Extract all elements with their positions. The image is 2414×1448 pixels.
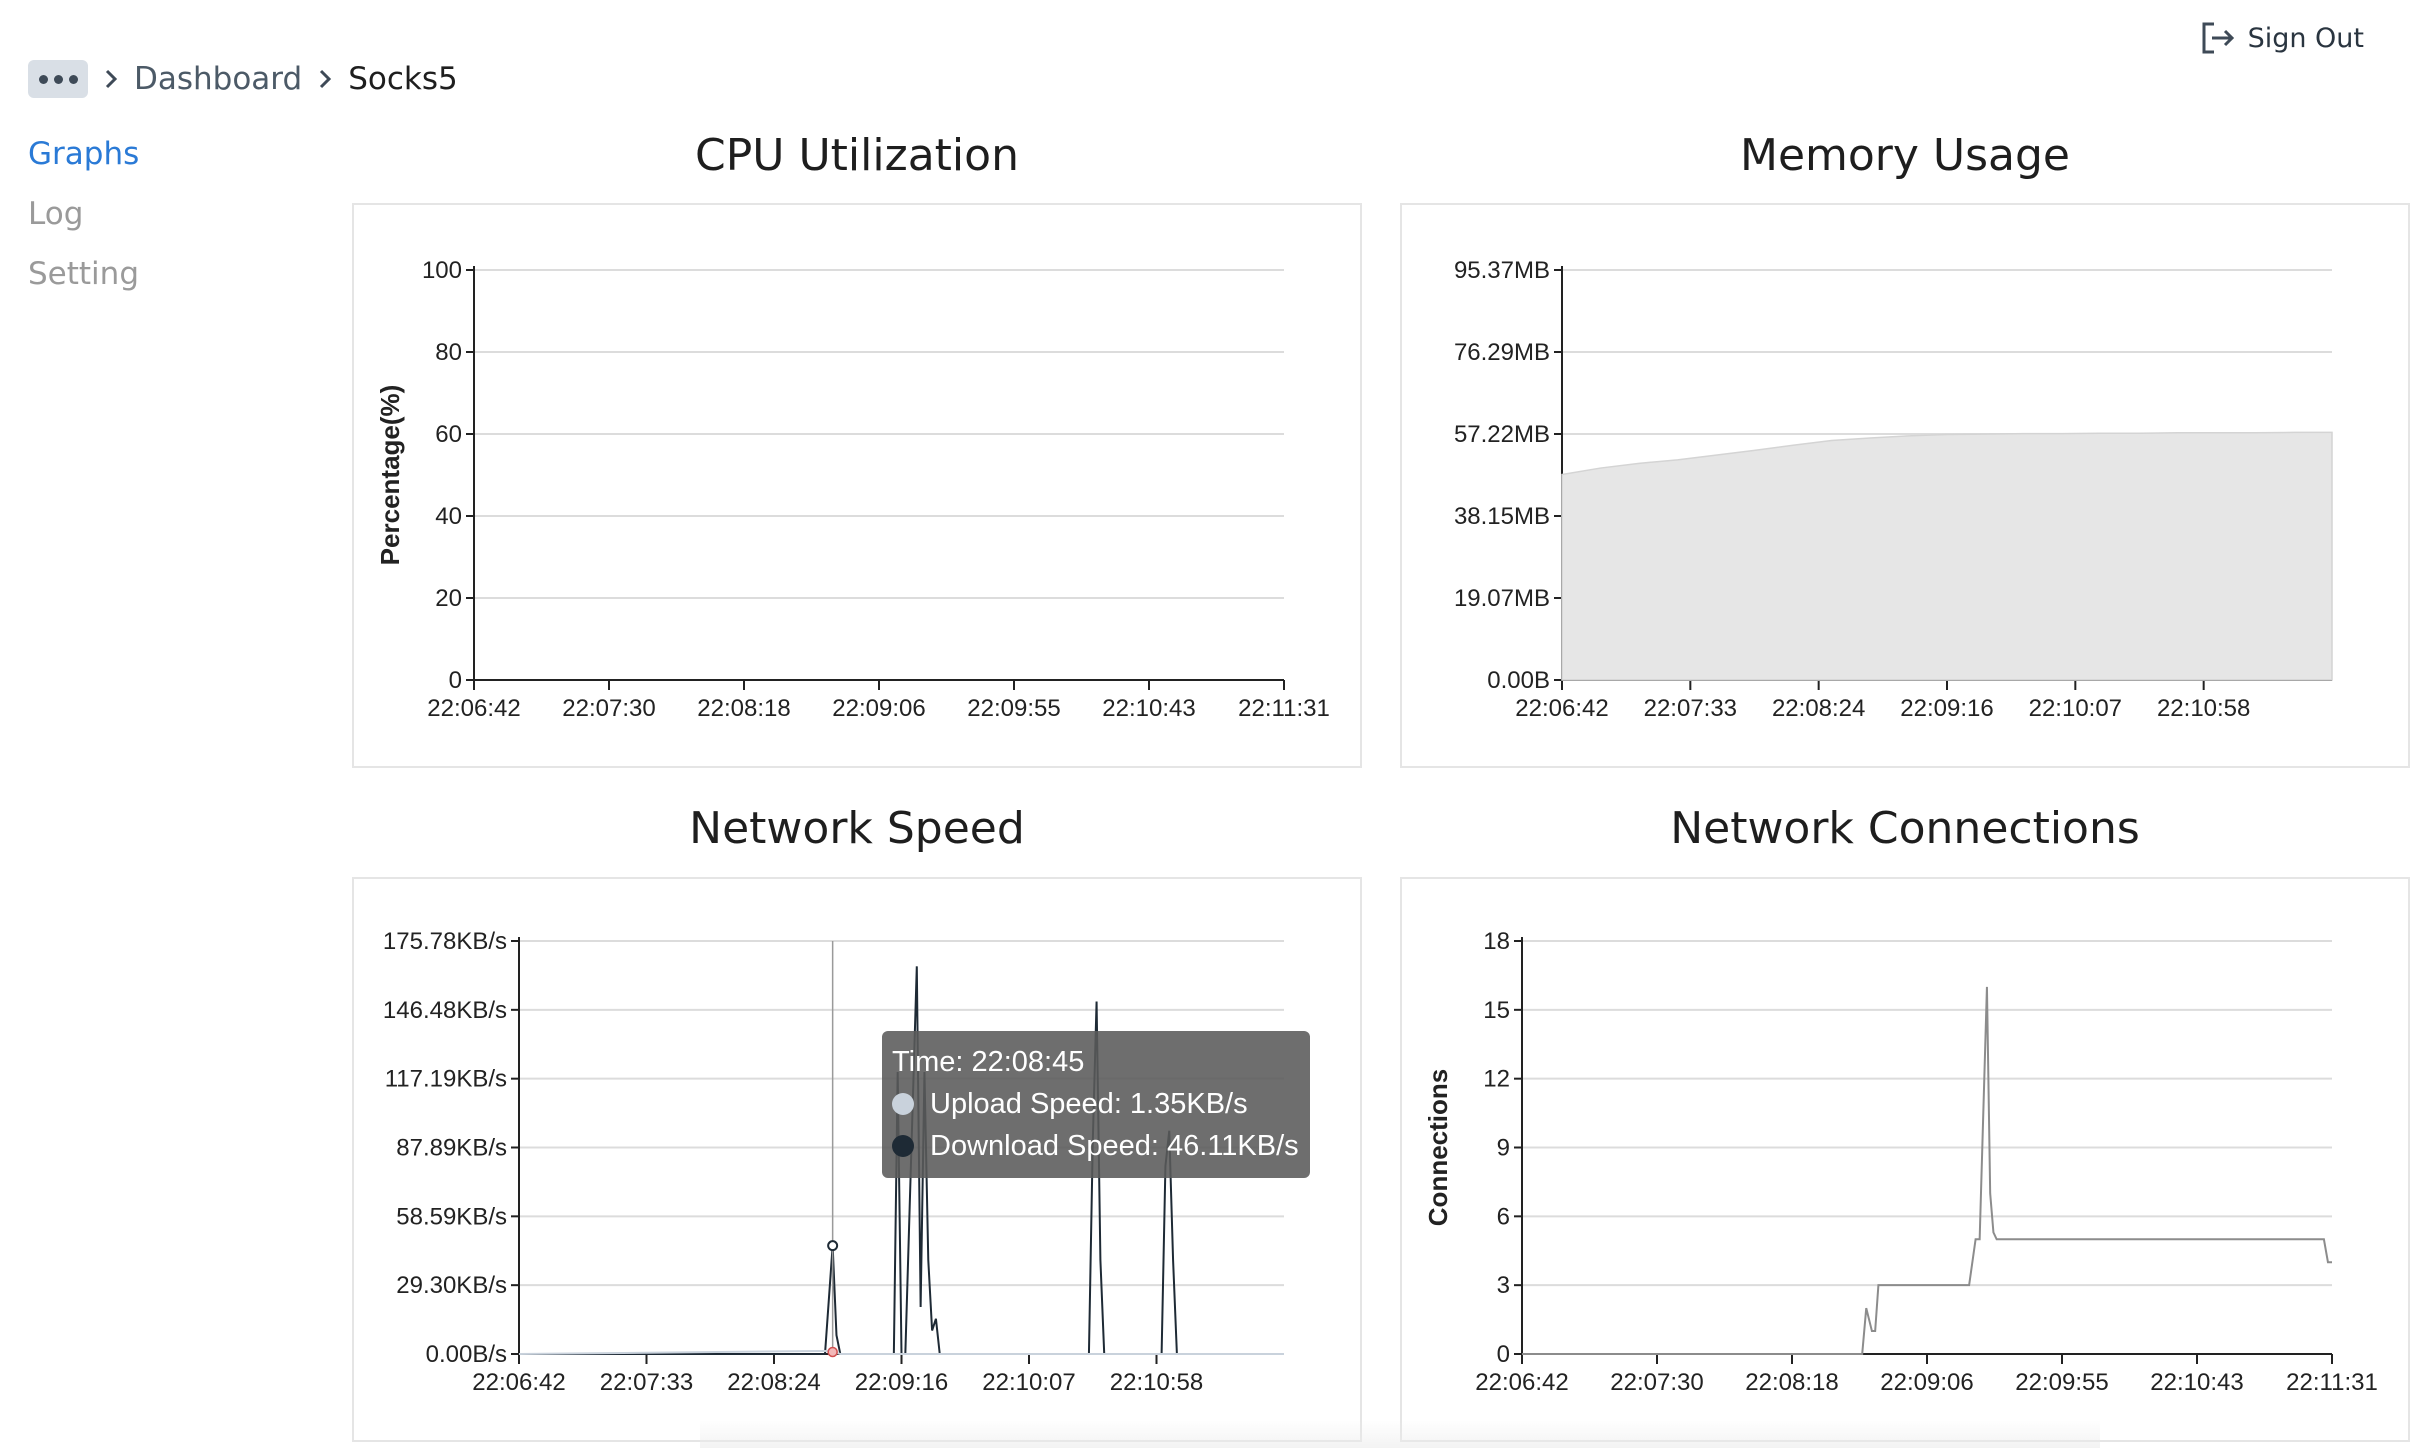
network-chart[interactable]: 0.00B/s 29.30KB/s 58.59KB/s 87.89KB/s 117.19… <box>354 879 1360 1440</box>
bottom-shadow <box>700 1420 2100 1448</box>
x-tick-label: 22:10:43 <box>2150 1369 2243 1396</box>
ellipsis-dot <box>68 74 78 84</box>
memory-area <box>1561 431 2333 681</box>
sidebar-item-graphs[interactable]: Graphs <box>28 136 140 172</box>
y-tick-label: 0.00B <box>1487 667 1550 694</box>
y-tick-label: 117.19KB/s <box>385 1066 507 1093</box>
y-tick-label: 58.59KB/s <box>396 1203 507 1230</box>
y-tick-label: 3 <box>1497 1272 1510 1299</box>
x-tick-label: 22:08:24 <box>1772 695 1865 722</box>
sidebar: Graphs Log Setting <box>28 130 139 310</box>
cpu-panel: 0 20 40 60 80 100 22:06:42 22:07:30 22:08:18 22:0… <box>352 203 1362 768</box>
sign-out-icon <box>2202 22 2234 54</box>
y-tick-label: 9 <box>1497 1135 1510 1162</box>
breadcrumb-dashboard[interactable]: Dashboard <box>134 61 303 97</box>
breadcrumb-current: Socks5 <box>348 61 458 97</box>
y-tick-label: 19.07MB <box>1454 585 1550 612</box>
connections-line <box>1522 986 2332 1355</box>
y-tick-label: 38.15MB <box>1454 503 1550 530</box>
y-tick-label: 6 <box>1497 1203 1510 1230</box>
chevron-right-icon <box>104 68 118 90</box>
x-tick-label: 22:10:58 <box>2157 695 2250 722</box>
x-tick-label: 22:07:30 <box>1610 1369 1703 1396</box>
connections-chart: 0 3 6 9 12 15 18 22:06:42 22:07:30 22:08:18 22:09:… <box>1423 928 2378 1396</box>
y-tick-label: 95.37MB <box>1454 257 1550 284</box>
x-tick-label: 22:11:31 <box>2286 1369 2378 1396</box>
sidebar-item-setting[interactable]: Setting <box>28 256 139 292</box>
connections-panel: 0 3 6 9 12 15 18 22:06:42 22:07:30 22:08:18 22:09:… <box>1400 877 2410 1442</box>
y-tick-label: 12 <box>1483 1066 1510 1093</box>
x-tick-label: 22:07:30 <box>562 695 655 722</box>
x-tick-label: 22:06:42 <box>1515 695 1608 722</box>
ellipsis-dot <box>53 74 63 84</box>
cpu-chart: 0 20 40 60 80 100 22:06:42 22:07:30 22:08:18 22:0… <box>375 257 1330 722</box>
x-tick-label: 22:10:58 <box>1110 1369 1203 1396</box>
x-tick-label: 22:09:06 <box>832 695 925 722</box>
x-tick-label: 22:10:07 <box>982 1369 1075 1396</box>
y-tick-label: 0 <box>1497 1341 1510 1368</box>
x-tick-label: 22:06:42 <box>427 695 520 722</box>
upload-hover-point <box>827 1346 838 1358</box>
y-tick-label: 76.29MB <box>1454 339 1550 366</box>
tooltip-download: Download Speed: 46.11KB/s <box>930 1129 1299 1162</box>
ellipsis-dot <box>38 74 48 84</box>
x-tick-label: 22:10:43 <box>1102 695 1195 722</box>
y-tick-label: 0 <box>449 667 462 694</box>
download-hover-point <box>827 1240 839 1252</box>
sidebar-item-log[interactable]: Log <box>28 196 84 232</box>
network-title: Network Speed <box>689 803 1025 854</box>
memory-title: Memory Usage <box>1739 130 2071 181</box>
y-axis-title: Connections <box>1423 1069 1453 1226</box>
more-options-button[interactable] <box>28 60 88 98</box>
chart-tooltip: Time: 22:08:45 Upload Speed: 1.35KB/s Do… <box>882 1031 1310 1178</box>
x-tick-label: 22:08:18 <box>697 695 790 722</box>
memory-panel: 0.00B 19.07MB 38.15MB 57.22MB 76.29MB 95.37MB… <box>1400 203 2410 768</box>
y-tick-label: 18 <box>1483 928 1510 955</box>
x-tick-label: 22:09:06 <box>1880 1369 1973 1396</box>
connections-title: Network Connections <box>1670 803 2140 854</box>
y-tick-label: 40 <box>435 503 462 530</box>
x-tick-label: 22:09:55 <box>2015 1369 2108 1396</box>
y-tick-label: 146.48KB/s <box>383 997 507 1024</box>
cpu-title: CPU Utilization <box>695 130 1019 181</box>
sign-out-label: Sign Out <box>2247 22 2364 54</box>
y-tick-label: 20 <box>435 585 462 612</box>
y-tick-label: 87.89KB/s <box>396 1135 507 1162</box>
x-tick-label: 22:07:33 <box>600 1369 693 1396</box>
top-bar: Sign Out Dashboard Socks5 <box>0 0 2414 120</box>
chevron-right-icon <box>318 68 332 90</box>
memory-chart: 0.00B 19.07MB 38.15MB 57.22MB 76.29MB 95.37MB… <box>1454 257 2333 722</box>
x-tick-label: 22:09:16 <box>855 1369 948 1396</box>
x-tick-label: 22:07:33 <box>1644 695 1737 722</box>
x-tick-label: 22:08:24 <box>727 1369 820 1396</box>
y-tick-label: 57.22MB <box>1454 421 1550 448</box>
x-tick-label: 22:06:42 <box>1475 1369 1568 1396</box>
y-tick-label: 175.78KB/s <box>383 928 507 955</box>
x-tick-label: 22:11:31 <box>1238 695 1330 722</box>
x-tick-label: 22:06:42 <box>472 1369 565 1396</box>
x-tick-label: 22:08:18 <box>1745 1369 1838 1396</box>
y-tick-label: 0.00B/s <box>426 1341 507 1368</box>
y-tick-label: 80 <box>435 339 462 366</box>
x-tick-label: 22:10:07 <box>2029 695 2122 722</box>
y-tick-label: 100 <box>422 257 462 284</box>
tooltip-upload: Upload Speed: 1.35KB/s <box>930 1087 1248 1120</box>
upload-legend-dot <box>892 1093 914 1115</box>
y-tick-label: 15 <box>1483 997 1510 1024</box>
tooltip-time: Time: 22:08:45 <box>892 1045 1085 1078</box>
download-legend-dot <box>892 1135 914 1157</box>
y-axis-title: Percentage(%) <box>375 385 405 566</box>
x-tick-label: 22:09:55 <box>967 695 1060 722</box>
y-tick-label: 60 <box>435 421 462 448</box>
breadcrumb: Dashboard Socks5 <box>28 60 458 98</box>
sign-out-button[interactable]: Sign Out <box>2200 20 2364 56</box>
y-tick-label: 29.30KB/s <box>396 1272 507 1299</box>
x-tick-label: 22:09:16 <box>1900 695 1993 722</box>
